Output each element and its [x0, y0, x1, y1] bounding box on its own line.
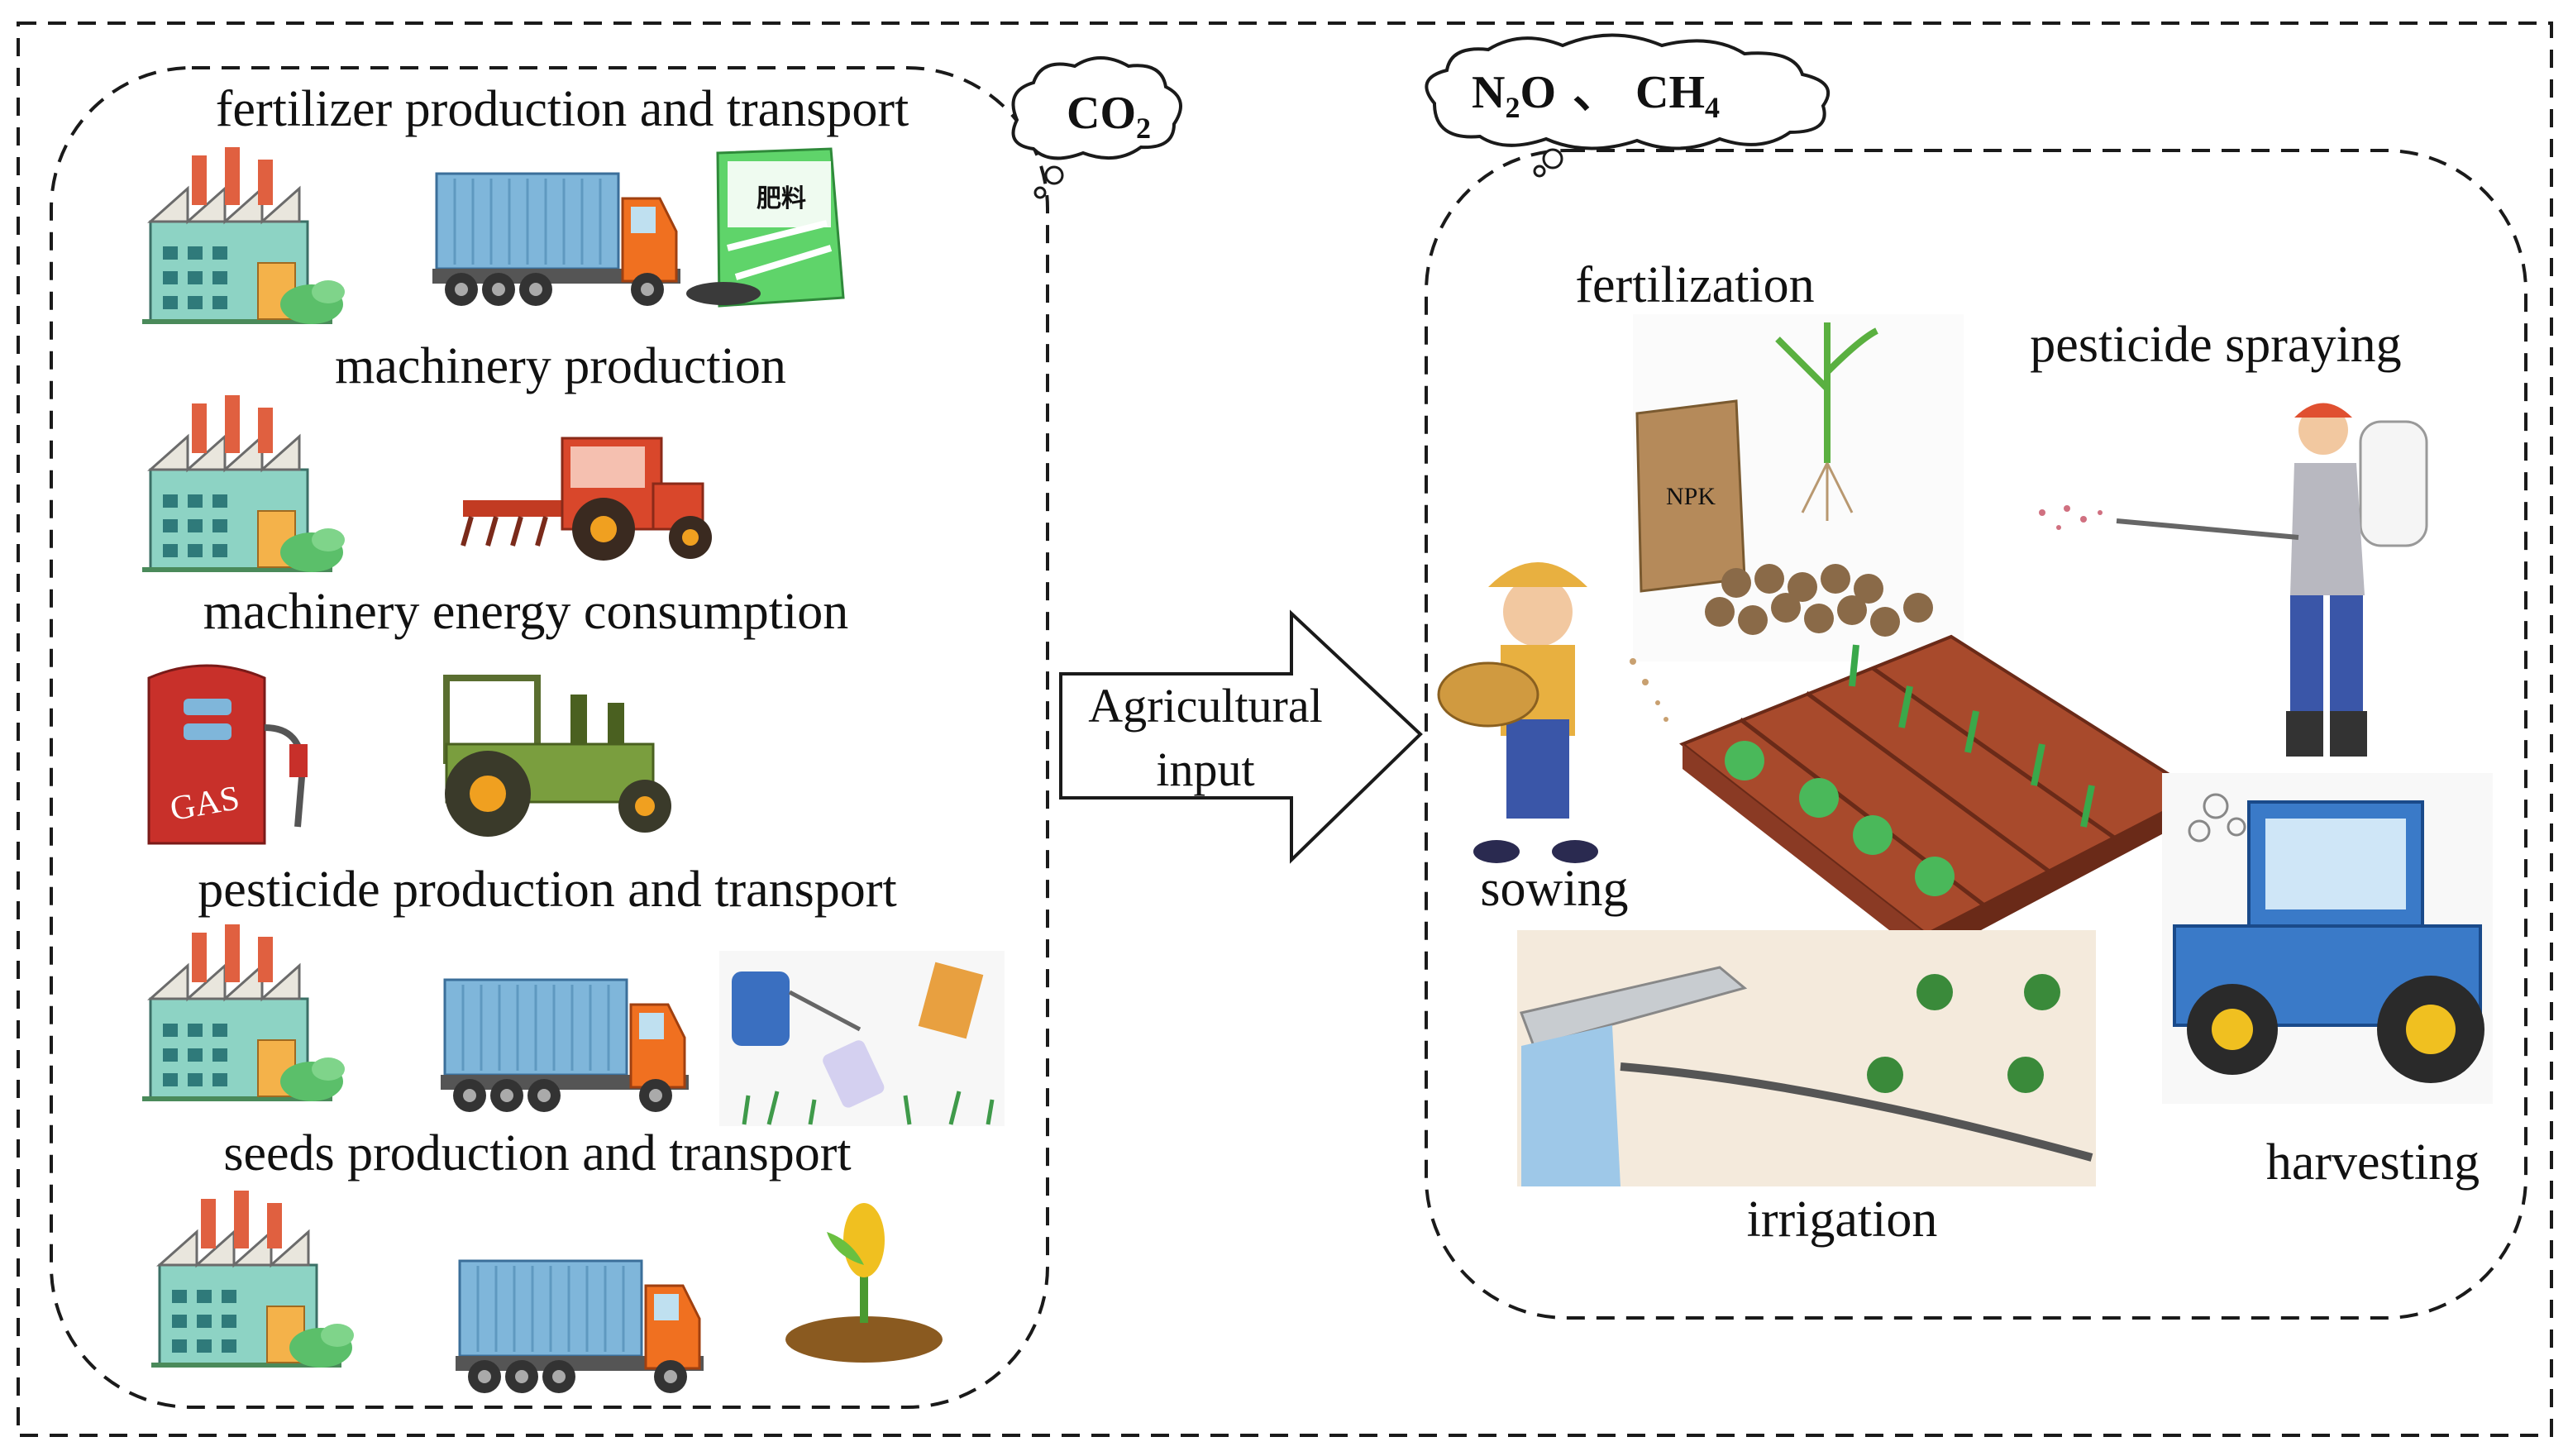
label-irrigation: irrigation — [1747, 1191, 1938, 1248]
sprayer-person-icon — [2039, 403, 2428, 757]
truck-icon — [431, 172, 682, 308]
truck-icon-2 — [439, 978, 690, 1114]
tractor-icon — [443, 675, 671, 837]
label-machinery-energy: machinery energy consumption — [203, 584, 849, 640]
svg-text:NPK: NPK — [1666, 483, 1716, 510]
label-machinery-production: machinery production — [335, 338, 786, 394]
label-sowing: sowing — [1480, 861, 1628, 917]
plough-tractor-icon — [461, 437, 712, 561]
label-fertilizer: fertilizer production and transport — [216, 81, 909, 137]
co2-label: CO2 — [1067, 88, 1151, 145]
pesticide-icon — [719, 951, 1005, 1126]
arrow-label-line1: Agricultural — [1088, 679, 1322, 733]
harvest-tractor-icon — [2162, 773, 2493, 1104]
label-harvesting: harvesting — [2266, 1134, 2480, 1191]
label-pesticide: pesticide production and transport — [198, 862, 896, 918]
svg-text:肥料: 肥料 — [757, 185, 806, 212]
outer-frame — [17, 21, 2553, 1437]
gas-pump-icon: GAS — [147, 664, 308, 845]
farmer-sowing-icon — [1437, 562, 1668, 863]
left-panel-boundary — [50, 66, 1049, 1409]
label-fertilization: fertilization — [1575, 257, 1814, 313]
n2o-ch4-cloud: N2O、CH4 — [1425, 33, 1831, 178]
agricultural-input-arrow: Agricultural input — [1059, 609, 1423, 864]
n2o-ch4-label: N2O、CH4 — [1472, 67, 1720, 124]
co2-cloud: CO2 — [1011, 56, 1182, 199]
label-seeds: seeds production and transport — [223, 1125, 851, 1182]
label-pesticide-spraying: pesticide spraying — [2030, 317, 2401, 373]
irrigation-icon — [1517, 930, 2096, 1186]
field-plot-icon — [1679, 634, 2203, 959]
seedling-icon — [785, 1203, 943, 1363]
arrow-label-line2: input — [1156, 742, 1254, 796]
fertilizer-bag-icon: 肥料 — [686, 147, 845, 308]
npk-fertilizer-icon: NPK — [1633, 314, 1964, 661]
truck-icon-3 — [454, 1259, 705, 1395]
